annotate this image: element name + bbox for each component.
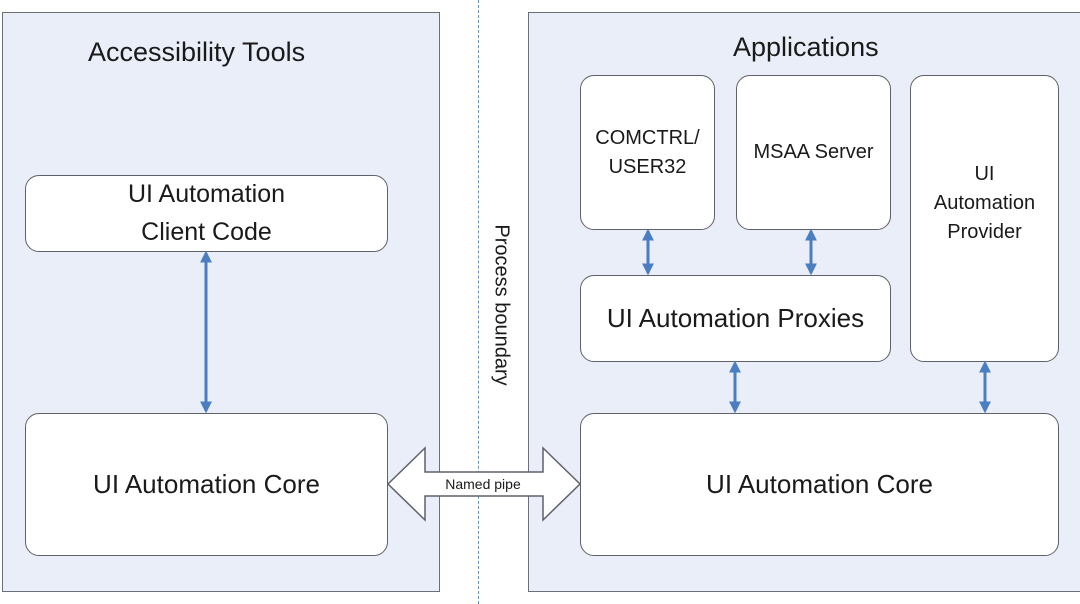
core-right-label: UI Automation Core xyxy=(706,468,933,499)
comctrl-line-2: USER32 xyxy=(608,155,687,178)
process-boundary-line xyxy=(478,0,479,604)
named-pipe-label: Named pipe xyxy=(445,476,521,492)
ui-automation-core-right-box: UI Automation Core xyxy=(580,413,1059,556)
provider-line-1: UI xyxy=(974,163,995,185)
comctrl-line-1: COMCTRL/ xyxy=(595,126,700,149)
provider-line-2: Automation xyxy=(933,192,1036,214)
proxies-label: UI Automation Proxies xyxy=(606,302,865,333)
core-left-label: UI Automation Core xyxy=(93,468,320,499)
named-pipe-arrow xyxy=(386,446,582,522)
applications-title: Applications xyxy=(733,32,879,62)
client-code-line-1: UI Automation xyxy=(127,180,286,208)
ui-automation-core-left-box: UI Automation Core xyxy=(25,413,388,556)
ui-automation-client-code-box: UI Automation Client Code xyxy=(25,175,388,252)
msaa-server-box: MSAA Server xyxy=(736,75,891,230)
ui-automation-proxies-box: UI Automation Proxies xyxy=(580,275,891,362)
provider-line-3: Provider xyxy=(947,221,1022,243)
comctrl-user32-box: COMCTRL/ USER32 xyxy=(580,75,715,230)
client-code-line-2: Client Code xyxy=(141,217,272,246)
msaa-server-label: MSAA Server xyxy=(753,141,874,163)
ui-automation-provider-box: UI Automation Provider xyxy=(910,75,1059,362)
accessibility-tools-title: Accessibility Tools xyxy=(88,37,306,67)
